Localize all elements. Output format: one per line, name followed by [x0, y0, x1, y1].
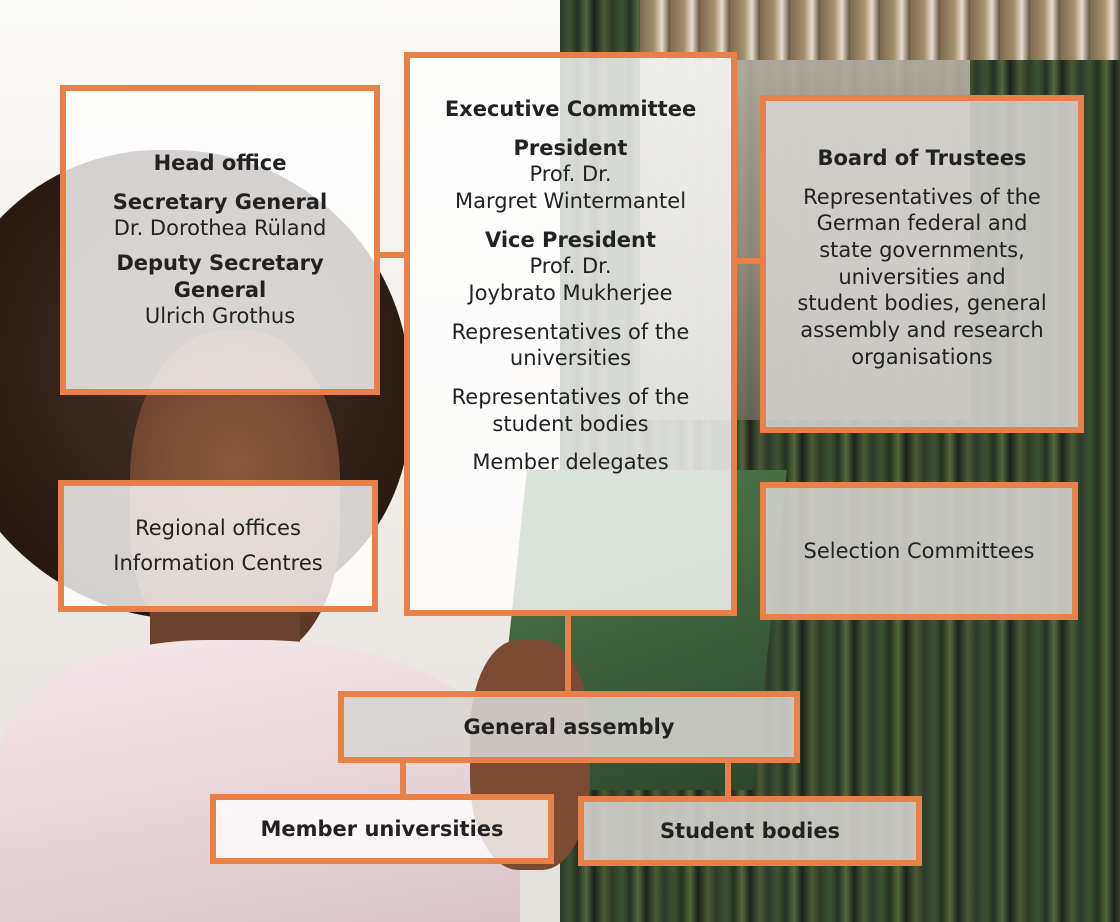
secretary-general-name: Dr. Dorothea Rüland — [113, 216, 327, 241]
vice-president-name-line2: Joybrato Mukherjee — [468, 280, 673, 305]
executive-committee-box: Executive Committee President Prof. Dr. … — [404, 52, 737, 616]
connector-executive-board — [733, 258, 763, 264]
student-bodies-label: Student bodies — [659, 818, 841, 843]
connector-executive-assembly — [565, 614, 571, 694]
university-representatives-line1: Representatives of the — [451, 319, 690, 344]
board-of-trustees-box: Board of Trustees Representatives of the… — [760, 95, 1084, 433]
president-name-line1: Prof. Dr. — [529, 162, 612, 187]
board-line: Representatives of the — [803, 184, 1041, 209]
board-line: universities and — [838, 264, 1006, 289]
board-line: assembly and research — [800, 317, 1044, 342]
deputy-secretary-title-line2: General — [173, 277, 267, 302]
deputy-secretary-title-line1: Deputy Secretary — [116, 251, 324, 275]
president-title: President — [513, 135, 628, 160]
head-office-title: Head office — [153, 151, 287, 176]
president-name-line2: Margret Wintermantel — [454, 188, 687, 213]
deputy-secretary-name: Ulrich Grothus — [144, 304, 296, 329]
board-line: organisations — [851, 344, 993, 369]
student-representatives-line2: student bodies — [492, 411, 649, 436]
connector-assembly-universities — [400, 762, 406, 796]
head-office-box: Head office Secretary General Dr. Doroth… — [60, 85, 380, 395]
member-delegates: Member delegates — [472, 450, 669, 475]
member-universities-box: Member universities — [210, 794, 554, 864]
university-representatives-line2: universities — [509, 346, 632, 371]
member-universities-label: Member universities — [260, 816, 504, 841]
person-shirt — [0, 640, 520, 922]
information-centres-label: Information Centres — [113, 551, 323, 575]
board-line: student bodies, general — [797, 291, 1047, 316]
vice-president-name-line1: Prof. Dr. — [529, 254, 612, 279]
selection-committees-label: Selection Committees — [803, 538, 1035, 563]
board-line: state governments, — [819, 237, 1025, 262]
board-of-trustees-title: Board of Trustees — [817, 146, 1027, 170]
student-bodies-box: Student bodies — [578, 796, 922, 866]
vice-president-title: Vice President — [484, 227, 657, 252]
student-representatives-line1: Representatives of the — [451, 384, 690, 409]
connector-assembly-students — [725, 762, 731, 796]
executive-committee-title: Executive Committee — [444, 97, 697, 121]
regional-offices-box: Regional offices Information Centres — [58, 480, 378, 612]
regional-offices-label: Regional offices — [135, 516, 301, 541]
secretary-general-title: Secretary General — [112, 189, 328, 214]
board-line: German federal and — [816, 211, 1028, 236]
connector-headoffice-executive — [378, 252, 408, 258]
general-assembly-label: General assembly — [463, 714, 675, 739]
general-assembly-box: General assembly — [338, 691, 800, 763]
selection-committees-box: Selection Committees — [760, 482, 1078, 620]
book-spines — [640, 0, 1120, 60]
